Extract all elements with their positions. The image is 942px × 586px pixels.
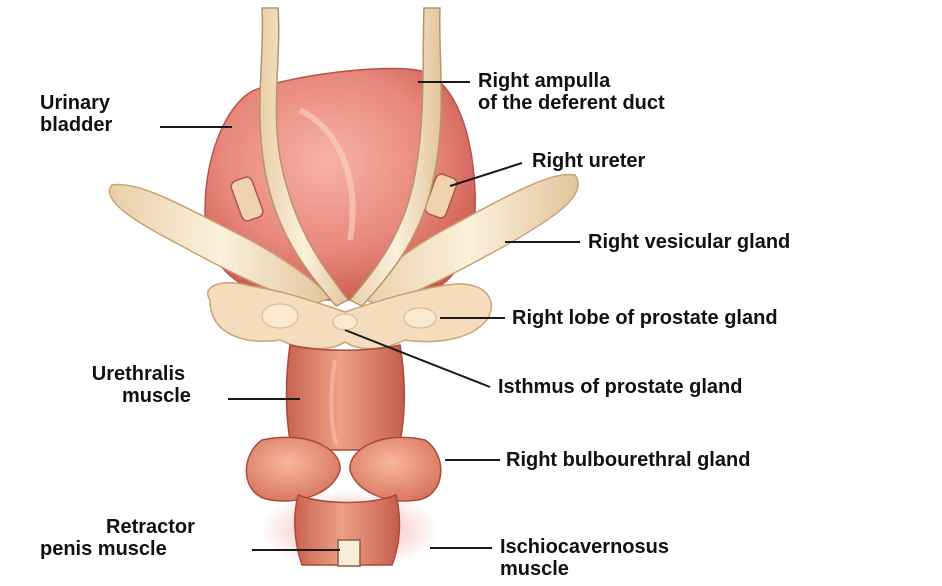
label-retractor-penis: Retractor penis muscle <box>40 516 195 560</box>
label-right-lobe-prostate: Right lobe of prostate gland <box>512 307 778 329</box>
urethra-shape <box>286 345 404 450</box>
label-right-ureter: Right ureter <box>532 150 645 172</box>
label-urethralis-muscle: Urethralis muscle <box>86 363 191 407</box>
label-right-ampulla: Right ampulla of the deferent duct <box>478 70 665 114</box>
retractor-penis-muscle-shape <box>338 540 360 566</box>
label-urinary-bladder: Urinary bladder <box>40 92 112 136</box>
label-isthmus-prostate: Isthmus of prostate gland <box>498 376 742 398</box>
label-right-vesicular-gland: Right vesicular gland <box>588 231 790 253</box>
left-bulbourethral-gland-shape <box>246 437 340 501</box>
label-ischiocavernosus: Ischiocavernosus muscle <box>500 536 669 580</box>
label-right-bulbourethral: Right bulbourethral gland <box>506 449 750 471</box>
